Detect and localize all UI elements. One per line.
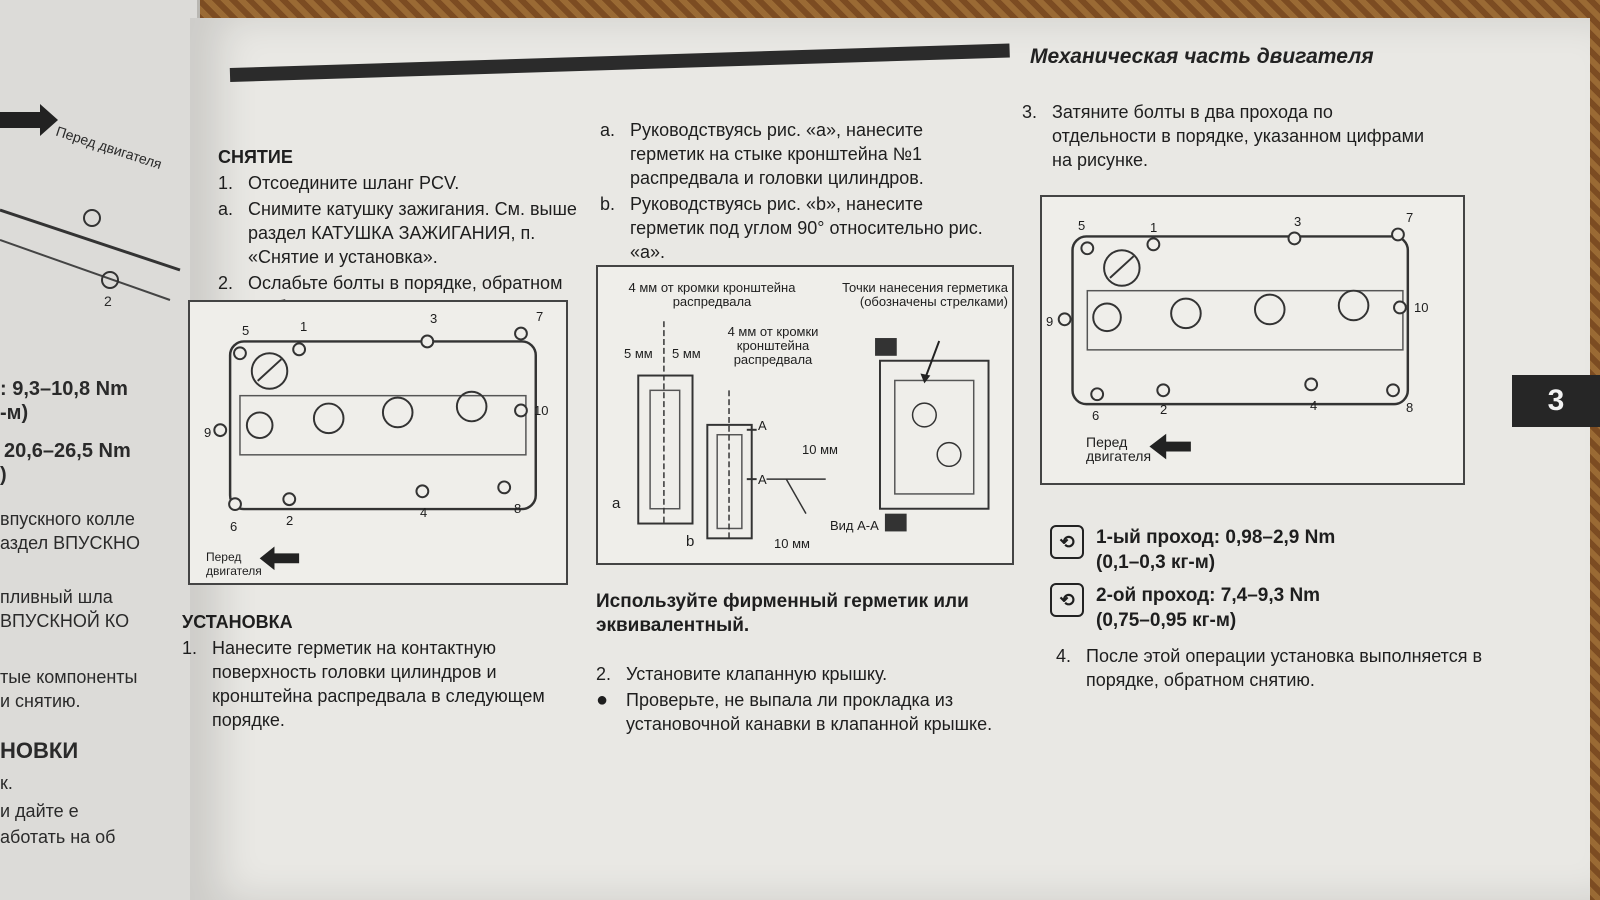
bolt-num-8b: 8: [1406, 400, 1414, 415]
fig-a: a: [612, 495, 621, 512]
left-line-3: пливный шла: [0, 587, 113, 607]
sealant-diagram: 4 мм от кромки кронштейна распредвала 4 …: [596, 265, 1014, 565]
sealant-tube-icon: [875, 338, 897, 356]
left-line-2: аздел ВПУСКНО: [0, 533, 140, 553]
torque-pass-2: ⟲ 2-ой проход: 7,4–9,3 Nm (0,75–0,95 кг-…: [1050, 583, 1320, 633]
bullet-icon: ●: [596, 689, 609, 711]
valve-cover-drawing-removal: [213, 326, 537, 571]
left-line-7: НОВКИ: [0, 738, 79, 763]
column-3-lower: 4. После этой операции установка выполня…: [1056, 644, 1496, 694]
removal-front-label: Перед двигателя: [206, 550, 262, 578]
left-page: Перед двигателя 2 : 9,3–10,8 Nm -м) 20,6…: [0, 0, 200, 900]
removal-bolt-diagram: 5 1 3 7 9 10 6 2 4 8 Перед двигателя: [188, 300, 568, 585]
bolt-num-2b: 2: [1160, 402, 1168, 417]
heading-install: УСТАНОВКА: [182, 612, 293, 632]
left-line-9: и дайте е: [0, 801, 79, 821]
bolt-num-8: 8: [514, 501, 522, 516]
left-line-1: впускного колле: [0, 509, 135, 529]
left-torque-2: 20,6–26,5 Nm: [4, 440, 131, 462]
sealant-tube-icon-2: [884, 513, 907, 532]
fig-b: b: [686, 533, 695, 550]
left-line-5: тые компоненты: [0, 667, 138, 687]
left-torque-2b: ): [0, 464, 7, 486]
bolt-num-4: 4: [420, 505, 428, 520]
column-3: 3. Затяните болты в два прохода по отдел…: [1022, 100, 1442, 174]
section-tab: 3: [1512, 375, 1600, 427]
install-step-b: b. Руководствуясь рис. «b», нанесите гер…: [600, 194, 983, 262]
bolt-num-9: 9: [204, 425, 212, 440]
left-page-diagram-fragment: [0, 104, 181, 301]
bolt-num-6b: 6: [1092, 408, 1100, 423]
fig-label-1: 4 мм от кромки кронштейна распредвала: [628, 280, 796, 309]
install-front-label: Перед двигателя: [1086, 434, 1152, 464]
left-torque-1: : 9,3–10,8 Nm: [0, 378, 128, 400]
bolt-num-3b: 3: [1294, 214, 1302, 229]
column-1-install: УСТАНОВКА 1. Нанесите герметик на контак…: [182, 610, 562, 734]
column-1: СНЯТИЕ 1. Отсоедините шланг PCV. a. Сним…: [218, 145, 578, 321]
fig-10mm-a: 10 мм: [802, 442, 838, 457]
bolt-num-4b: 4: [1310, 398, 1318, 413]
bolt-num-6: 6: [230, 519, 238, 534]
left-torque-1b: -м): [0, 402, 29, 424]
bolt-num-9b: 9: [1046, 314, 1054, 329]
heading-removal: СНЯТИЕ: [218, 147, 293, 167]
bolt-num-3: 3: [430, 311, 438, 326]
valve-cover-drawing-install: [1057, 227, 1410, 460]
fig-10mm-b: 10 мм: [774, 536, 810, 551]
fig-A-2: A: [758, 472, 767, 487]
install-step-1: 1. Нанесите герметик на контактную повер…: [182, 638, 545, 730]
tightening-bolt-diagram: 5 1 3 7 9 10 6 2 4 8 Перед двигателя: [1040, 195, 1465, 485]
bolt-num-10b: 10: [1414, 300, 1429, 315]
left-line-8: к.: [0, 773, 13, 793]
bolt-num-10: 10: [534, 403, 549, 418]
running-head: Механическая часть двигателя: [1030, 45, 1374, 68]
torque-pass-1: ⟲ 1-ый проход: 0,98–2,9 Nm (0,1–0,3 кг-м…: [1050, 525, 1335, 575]
left-line-6: и снятию.: [0, 691, 81, 711]
install-step-2: 2. Установите клапанную крышку.: [596, 664, 888, 684]
arrow-right-icon: [0, 104, 58, 136]
removal-step-1: 1. Отсоедините шланг PCV.: [218, 173, 460, 193]
fig-label-2: 4 мм от кромки кронштейна распредвала: [727, 324, 819, 367]
bolt-num-1: 1: [300, 319, 308, 334]
fig-view: Вид A-A: [830, 518, 879, 533]
bolt-num-5b: 5: [1078, 218, 1086, 233]
fig-5mm-b: 5 мм: [672, 346, 701, 361]
fig-A-1: A: [758, 418, 767, 433]
bolt-num-5: 5: [242, 323, 250, 338]
column-2-lower: Используйте фирменный герметик или эквив…: [596, 590, 1016, 738]
arrow-left-icon: [259, 546, 300, 571]
fig-5mm-a: 5 мм: [624, 346, 653, 361]
bolt-num-2: 2: [286, 513, 294, 528]
gasket-check-bullet: ● Проверьте, не выпала ли прокладка из у…: [596, 689, 993, 734]
bolt-num-1b: 1: [1150, 220, 1158, 235]
left-bolt-label: 2: [104, 293, 112, 309]
removal-step-a: a. Снимите катушку зажигания. См. выше р…: [218, 199, 577, 267]
sealant-drawing: [637, 321, 990, 540]
sealant-note: Используйте фирменный герметик или эквив…: [596, 591, 969, 636]
bolt-num-7: 7: [536, 309, 544, 324]
torque-wrench-icon-2: ⟲: [1050, 583, 1084, 617]
fig-label-3: Точки нанесения герметика (обозначены ст…: [842, 280, 1008, 309]
bolt-num-7b: 7: [1406, 210, 1414, 225]
left-line-10: аботать на об: [0, 827, 116, 847]
torque-wrench-icon: ⟲: [1050, 525, 1084, 559]
column-2: a. Руководствуясь рис. «а», нанесите гер…: [600, 118, 995, 266]
arrow-left-icon-2: [1149, 433, 1191, 460]
install-step-a: a. Руководствуясь рис. «а», нанесите гер…: [600, 120, 924, 188]
left-line-4: ВПУСКНОЙ КО: [0, 611, 130, 631]
install-step-3: 3. Затяните болты в два прохода по отдел…: [1022, 102, 1425, 170]
install-step-4: 4. После этой операции установка выполня…: [1056, 646, 1483, 690]
